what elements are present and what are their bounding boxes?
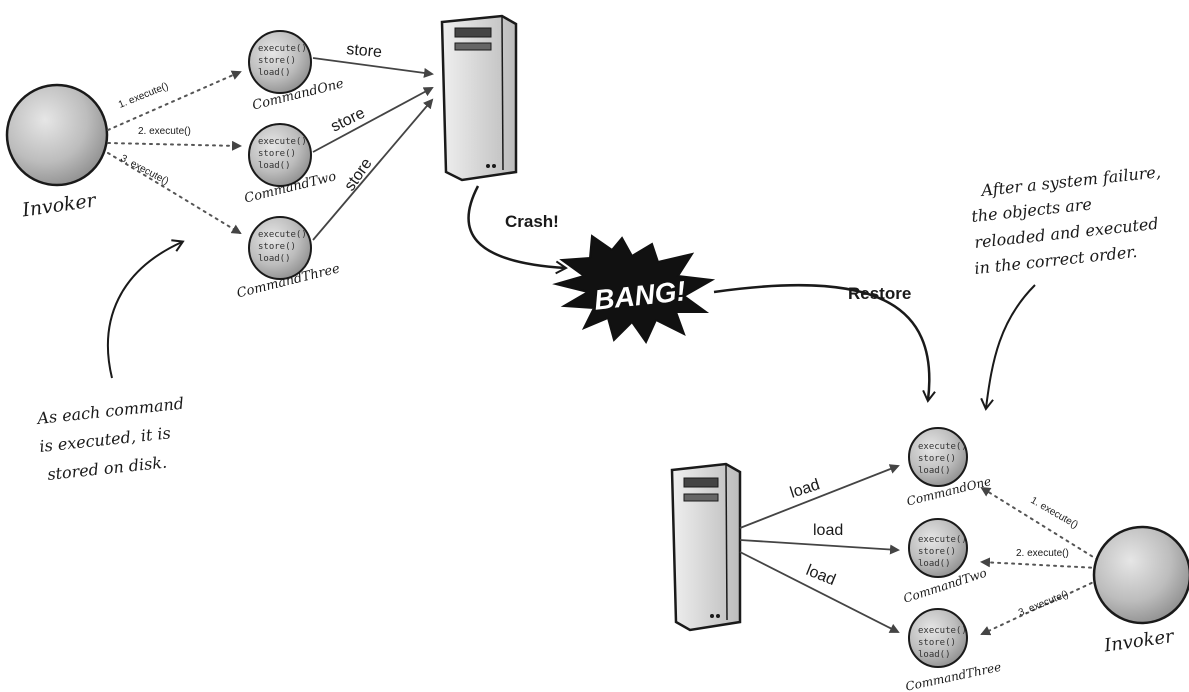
disk-server-top xyxy=(440,14,518,182)
method-execute: execute() xyxy=(918,626,967,636)
restore-label: Restore xyxy=(848,284,911,303)
note-left: As each command is executed, it is store… xyxy=(34,239,185,484)
method-execute: execute() xyxy=(258,137,307,147)
load-label-2: load xyxy=(813,522,843,539)
note-right: After a system failure, the objects are … xyxy=(970,162,1162,411)
invoker-bottom: Invoker xyxy=(1092,525,1189,657)
method-execute: execute() xyxy=(258,230,307,240)
command-two-bottom: execute() store() load() CommandTwo xyxy=(902,518,988,606)
method-load: load() xyxy=(258,68,291,78)
method-load: load() xyxy=(918,650,951,660)
command-one-top: execute() store() load() CommandOne xyxy=(248,30,346,114)
note-left-line-2: is executed, it is xyxy=(38,423,171,456)
load-label-3: load xyxy=(804,562,838,589)
disk-server-bottom xyxy=(670,462,742,632)
method-store: store() xyxy=(258,56,296,66)
method-store: store() xyxy=(258,149,296,159)
method-execute: execute() xyxy=(258,44,307,54)
method-store: store() xyxy=(918,638,956,648)
call-label-bottom-1: 1. execute() xyxy=(1029,495,1080,531)
invoker-bottom-label: Invoker xyxy=(1102,626,1176,657)
call-label-top-1: 1. execute() xyxy=(117,81,170,111)
crash-label: Crash! xyxy=(505,212,559,231)
method-execute: execute() xyxy=(918,535,967,545)
command-three-bottom-label: CommandThree xyxy=(904,660,1002,692)
note-left-line-3: stored on disk. xyxy=(46,453,167,484)
method-store: store() xyxy=(918,547,956,557)
bang-explosion: BANG! xyxy=(552,234,716,345)
load-arrows: load load load xyxy=(739,464,900,633)
store-arrows: store store store xyxy=(312,41,434,241)
command-three-bottom: execute() store() load() CommandThree xyxy=(904,608,1002,692)
store-label-3: store xyxy=(341,155,375,194)
call-label-top-2: 2. execute() xyxy=(138,126,191,137)
bang-burst xyxy=(552,234,716,345)
method-load: load() xyxy=(918,559,951,569)
method-load: load() xyxy=(918,466,951,476)
method-load: load() xyxy=(258,161,291,171)
method-load: load() xyxy=(258,254,291,264)
call-label-top-3: 3. execute() xyxy=(119,153,171,188)
note-right-line-1: After a system failure, xyxy=(978,162,1161,200)
method-store: store() xyxy=(258,242,296,252)
call-label-bottom-2: 2. execute() xyxy=(1016,548,1069,559)
invoker-top: Invoker xyxy=(5,83,109,222)
note-left-line-1: As each command xyxy=(34,394,184,428)
calls-top: 1. execute() 2. execute() 3. execute() xyxy=(107,70,242,235)
store-label-2: store xyxy=(328,105,368,136)
calls-bottom: 1. execute() 2. execute() 3. execute() xyxy=(980,486,1099,636)
method-store: store() xyxy=(918,454,956,464)
command-three-top: execute() store() load() CommandThree xyxy=(235,216,342,301)
command-two-top: execute() store() load() CommandTwo xyxy=(243,123,338,207)
method-execute: execute() xyxy=(918,442,967,452)
call-label-bottom-3: 3. execute() xyxy=(1017,589,1070,619)
invoker-top-label: Invoker xyxy=(20,189,99,221)
store-label-1: store xyxy=(346,41,383,61)
restore-path: Restore xyxy=(713,283,936,403)
command-one-bottom: execute() store() load() CommandOne xyxy=(905,427,992,509)
crash-path: Crash! xyxy=(467,185,568,275)
